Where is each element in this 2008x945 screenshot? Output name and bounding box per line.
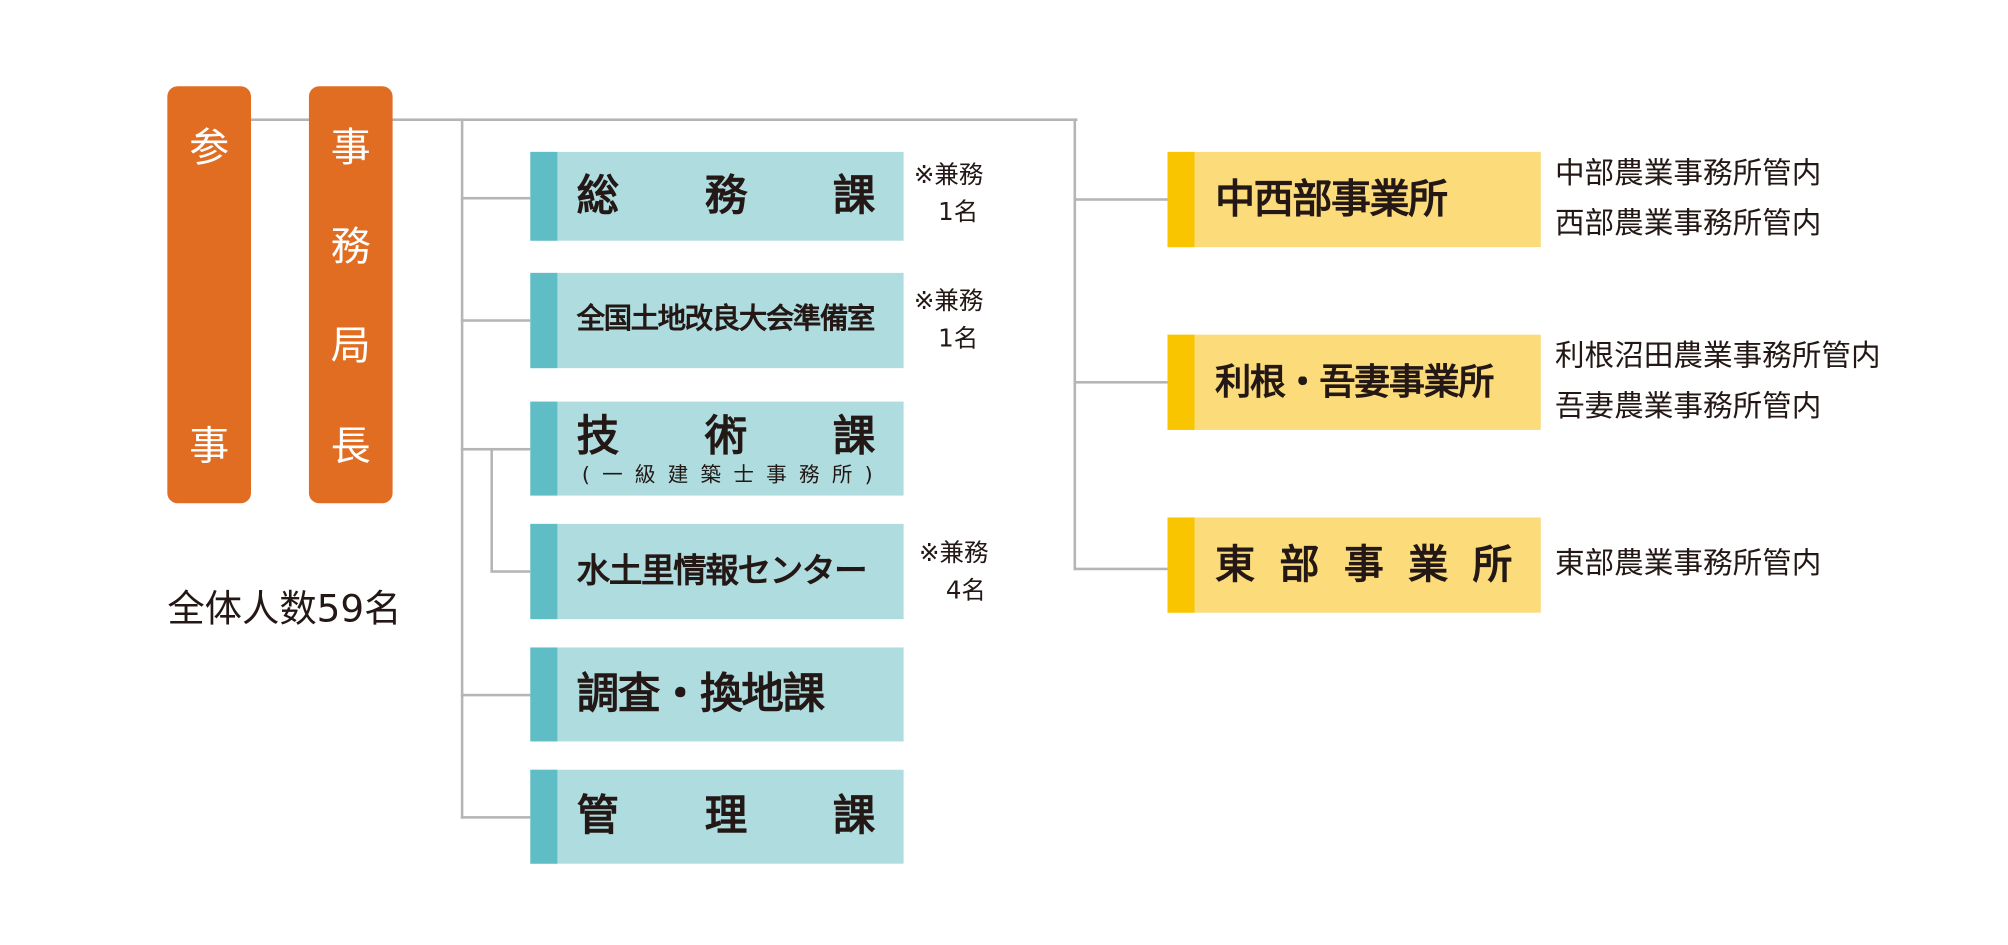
label-char: 課 (832, 169, 876, 221)
concurrent-note-convention-prep: ※兼務 1名 (914, 283, 983, 358)
connector-dept-trunk (460, 118, 464, 819)
office-jurisdiction-chuseibu: 中部農業事務所管内 西部農業事務所管内 (1555, 149, 1821, 249)
department-label: 水土里情報センター (576, 552, 868, 591)
office-tone-agatsuma: 利根・吾妻事業所 (1167, 334, 1541, 430)
connector-dept-5 (460, 693, 531, 697)
office-jurisdiction-tobu: 東部農業事務所管内 (1555, 539, 1821, 589)
sublabel-char: 所 (831, 462, 853, 487)
label-char: 総 (576, 169, 620, 221)
sublabel-char: 事 (766, 462, 787, 487)
connector-dept-3 (460, 447, 531, 451)
office-stripe (1167, 151, 1195, 248)
executive-secretary-general: 事 務 局 長 (308, 86, 393, 504)
department-label: 総 務 課 (577, 169, 876, 223)
executive-councilor: 参 事 (167, 86, 252, 504)
note-line: 4名 (945, 576, 986, 605)
jurisdiction-line: 東部農業事務所管内 (1554, 547, 1822, 581)
department-label: 調査・換地課 (576, 668, 825, 719)
department-management: 管 理 課 (530, 769, 904, 864)
executive-char: 局 (330, 323, 371, 370)
note-line: ※兼務 (913, 160, 984, 190)
department-stripe (530, 647, 558, 742)
executive-char: 事 (189, 423, 230, 470)
label-char: 課 (832, 790, 876, 841)
department-convention-prep: 全国土地改良大会準備室 (530, 272, 904, 369)
sublabel-char: 士 (733, 462, 754, 487)
executive-char: 事 (330, 124, 371, 172)
note-line: 1名 (938, 198, 979, 227)
sublabel-char: 築 (700, 462, 722, 487)
office-tobu: 東 部 事 業 所 (1167, 517, 1541, 613)
department-label: 管 理 課 (577, 789, 876, 843)
office-stripe (1167, 517, 1195, 613)
sublabel-char: 建 (667, 462, 689, 487)
connector-dept-4 (490, 570, 531, 573)
department-stripe (530, 769, 558, 864)
executive-char: 長 (330, 423, 371, 470)
jurisdiction-line: 西部農業事務所管内 (1554, 207, 1822, 241)
connector-top (251, 118, 1078, 121)
connector-office-3 (1073, 567, 1168, 571)
note-line: ※兼務 (913, 287, 984, 316)
label-char: 課 (832, 410, 876, 461)
sublabel-char: 級 (634, 462, 656, 487)
connector-sub-trunk (490, 447, 493, 572)
department-technical: 技 術 課 ( 一 級 建 築 士 事 務 所 ) (530, 401, 904, 496)
sublabel-char: 一 (602, 462, 623, 487)
executive-char: 参 (189, 124, 230, 172)
department-general-affairs: 総 務 課 (530, 151, 904, 241)
jurisdiction-line: 中部農業事務所管内 (1554, 157, 1822, 191)
label-char: 東 (1215, 541, 1256, 589)
department-sublabel: ( 一 級 建 築 士 事 務 所 ) (582, 462, 873, 488)
office-stripe (1167, 334, 1195, 430)
total-staff-label: 全体人数59名 (167, 586, 402, 631)
department-survey-replotting: 調査・換地課 (530, 647, 904, 742)
connector-office-1 (1073, 198, 1168, 201)
office-label: 利根・吾妻事業所 (1215, 360, 1494, 403)
sublabel-char: 務 (799, 462, 820, 487)
label-char: 術 (704, 410, 748, 461)
department-midori-info-center: 水土里情報センター (530, 523, 904, 620)
label-char: 所 (1472, 541, 1513, 589)
office-label: 中西部事業所 (1215, 176, 1448, 223)
label-char: 事 (1343, 541, 1384, 589)
department-stripe (530, 401, 558, 496)
office-label: 東 部 事 業 所 (1215, 538, 1512, 592)
jurisdiction-line: 吾妻農業事務所管内 (1554, 390, 1822, 424)
connector-office-2 (1073, 381, 1168, 384)
department-label: 全国土地改良大会準備室 (576, 303, 876, 336)
office-jurisdiction-tone-agatsuma: 利根沼田農業事務所管内 吾妻農業事務所管内 (1555, 332, 1881, 432)
department-stripe (530, 523, 558, 620)
label-char: 業 (1408, 541, 1449, 589)
department-stripe (530, 272, 558, 369)
connector-dept-1 (460, 196, 531, 200)
label-char: 技 (576, 410, 620, 461)
label-char: 務 (704, 169, 748, 221)
concurrent-note-general-affairs: ※兼務 1名 (914, 157, 983, 232)
sublabel-char: ( (581, 462, 590, 487)
executive-char: 務 (330, 223, 371, 271)
office-chuseibu: 中西部事業所 (1167, 151, 1541, 248)
connector-office-trunk (1073, 118, 1077, 571)
connector-dept-6 (460, 816, 531, 819)
department-label: 技 術 課 (577, 409, 876, 463)
concurrent-note-info-center: ※兼務 4名 (919, 535, 988, 610)
jurisdiction-line: 利根沼田農業事務所管内 (1554, 339, 1881, 374)
note-line: 1名 (938, 324, 979, 353)
label-char: 管 (576, 790, 620, 841)
label-char: 部 (1279, 541, 1320, 589)
note-line: ※兼務 (919, 539, 989, 568)
connector-dept-2 (460, 319, 531, 322)
department-stripe (530, 151, 558, 241)
sublabel-char: ) (864, 462, 873, 487)
label-char: 理 (704, 790, 748, 841)
